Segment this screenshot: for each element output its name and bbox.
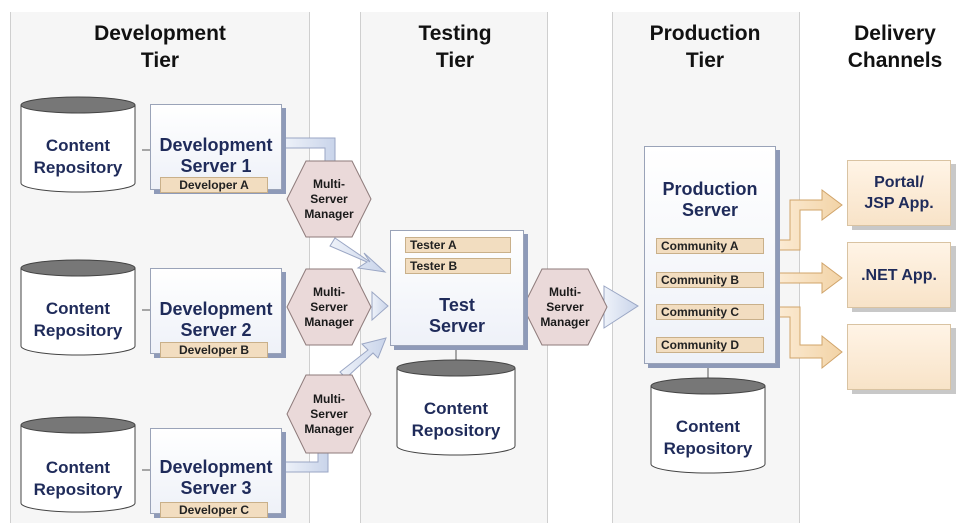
- arrow-msm3-to-test: [339, 337, 387, 379]
- arrow-msm1-to-test: [329, 237, 387, 273]
- arrow-test-to-production: [603, 285, 639, 329]
- community-a-tag: Community A: [656, 238, 764, 254]
- arrow-community-c: [755, 306, 843, 370]
- tester-b-tag: Tester B: [405, 258, 511, 274]
- developer-c-tag: Developer C: [160, 502, 268, 518]
- developer-a-tag: Developer A: [160, 177, 268, 193]
- production-server: Production Server: [644, 146, 776, 364]
- development-server-3: Development Server 3: [150, 428, 282, 514]
- channel-blank: [847, 324, 951, 390]
- channel-dotnet: .NET App.: [847, 242, 951, 308]
- development-server-2: Development Server 2: [150, 268, 282, 354]
- community-b-tag: Community B: [656, 272, 764, 288]
- channel-portal-jsp: Portal/JSP App.: [847, 160, 951, 226]
- arrow-community-a: [755, 189, 843, 251]
- developer-b-tag: Developer B: [160, 342, 268, 358]
- community-d-tag: Community D: [656, 337, 764, 353]
- tester-a-tag: Tester A: [405, 237, 511, 253]
- community-c-tag: Community C: [656, 304, 764, 320]
- arrow-msm2-to-test: [371, 290, 389, 322]
- development-server-1: Development Server 1: [150, 104, 282, 190]
